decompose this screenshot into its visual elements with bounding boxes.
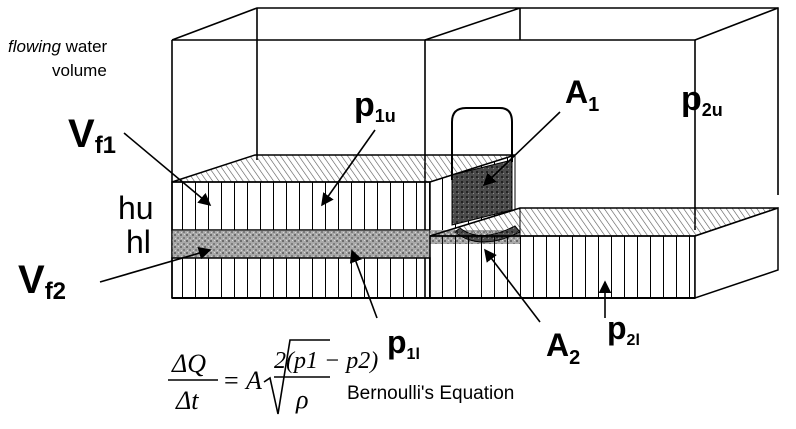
a1-label: A1 — [565, 74, 599, 116]
p1l-label: p1l — [387, 324, 420, 363]
svg-text:2(p1 − p2): 2(p1 − p2) — [274, 348, 378, 374]
svg-text:ΔQ: ΔQ — [171, 349, 206, 378]
svg-text:A: A — [244, 366, 262, 395]
svg-text:=: = — [224, 366, 239, 395]
p2l-label: p2l — [607, 310, 640, 349]
vf2-arrow — [99, 246, 212, 283]
gate-arch — [451, 107, 513, 180]
a1-arrow — [482, 111, 561, 187]
svg-text:ρ: ρ — [295, 385, 308, 414]
hl-label: hl — [126, 224, 151, 260]
flowing-water-label: flowing water — [8, 37, 108, 56]
a2-arrow — [484, 248, 541, 323]
annotation-arrows — [99, 111, 612, 323]
vf1-arrow — [123, 132, 212, 207]
p2u-label: p2u — [681, 80, 723, 120]
vf1-label: Vf1 — [68, 112, 116, 159]
hu-label: hu — [118, 190, 154, 226]
p1u-arrow — [321, 129, 376, 207]
volume-label: volume — [52, 61, 107, 80]
right-channel — [429, 206, 779, 300]
svg-text:Δt: Δt — [175, 386, 199, 415]
p1l-arrow — [349, 249, 378, 319]
a2-label: A2 — [546, 327, 580, 369]
bernoulli-equation: ΔQ Δt = A 2(p1 − p2) ρ Bernoulli's Equat… — [168, 339, 514, 415]
vf2-label: Vf2 — [18, 258, 66, 305]
p1u-label: p1u — [354, 86, 396, 126]
equation-caption: Bernoulli's Equation — [347, 383, 514, 404]
